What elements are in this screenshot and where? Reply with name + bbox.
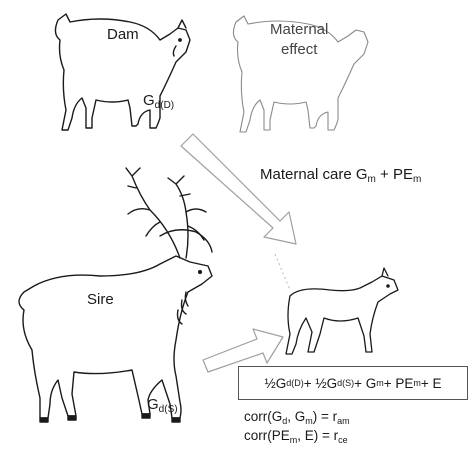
maternal-effect-label-line1: Maternal — [270, 22, 328, 37]
dam-genetic-main: G — [143, 92, 155, 109]
sire-genetic-sub: d(S) — [159, 404, 178, 415]
formula-part-2: + ½G — [304, 376, 337, 391]
sire-illustration — [19, 168, 212, 422]
dotted-guide-line — [275, 254, 290, 290]
correlation-1-part-3: ce — [338, 435, 348, 445]
correlation-1-part-2: , E) = r — [297, 428, 338, 443]
correlation-1-part-0: corr(PE — [244, 428, 290, 443]
correlation-0-part-2: , G — [287, 409, 305, 424]
dam-label: Dam — [107, 27, 139, 42]
maternal-care-sub1: m — [368, 174, 376, 185]
maternal-care-label: Maternal care Gm + PEm — [260, 167, 421, 182]
dam-genetic-sub: d(D) — [155, 100, 174, 111]
sire-genetic-main: G — [147, 396, 159, 413]
correlation-genetic: corr(Gd, Gm) = ram — [244, 409, 350, 424]
correlation-environmental: corr(PEm, E) = rce — [244, 428, 348, 443]
maternal-care-mid: + PE — [376, 166, 413, 183]
formula-part-4: + G — [354, 376, 376, 391]
calf-illustration — [286, 268, 398, 354]
correlation-0-part-5: am — [337, 416, 350, 426]
correlation-0-part-3: m — [305, 416, 313, 426]
dam-to-calf-arrow — [181, 134, 296, 244]
maternal-effect-label-line2: effect — [281, 42, 317, 57]
correlation-0-part-0: corr(G — [244, 409, 282, 424]
sire-label: Sire — [87, 292, 114, 307]
maternal-care-prefix: Maternal care G — [260, 166, 368, 183]
formula-part-8: + E — [421, 376, 442, 391]
correlation-0-part-4: ) = r — [313, 409, 337, 424]
formula-part-0: ½G — [264, 376, 286, 391]
dam-genetic-label: Gd(D) — [143, 93, 174, 108]
maternal-care-sub2: m — [413, 174, 421, 185]
formula-part-6: + PE — [384, 376, 414, 391]
sire-genetic-label: Gd(S) — [147, 397, 178, 412]
